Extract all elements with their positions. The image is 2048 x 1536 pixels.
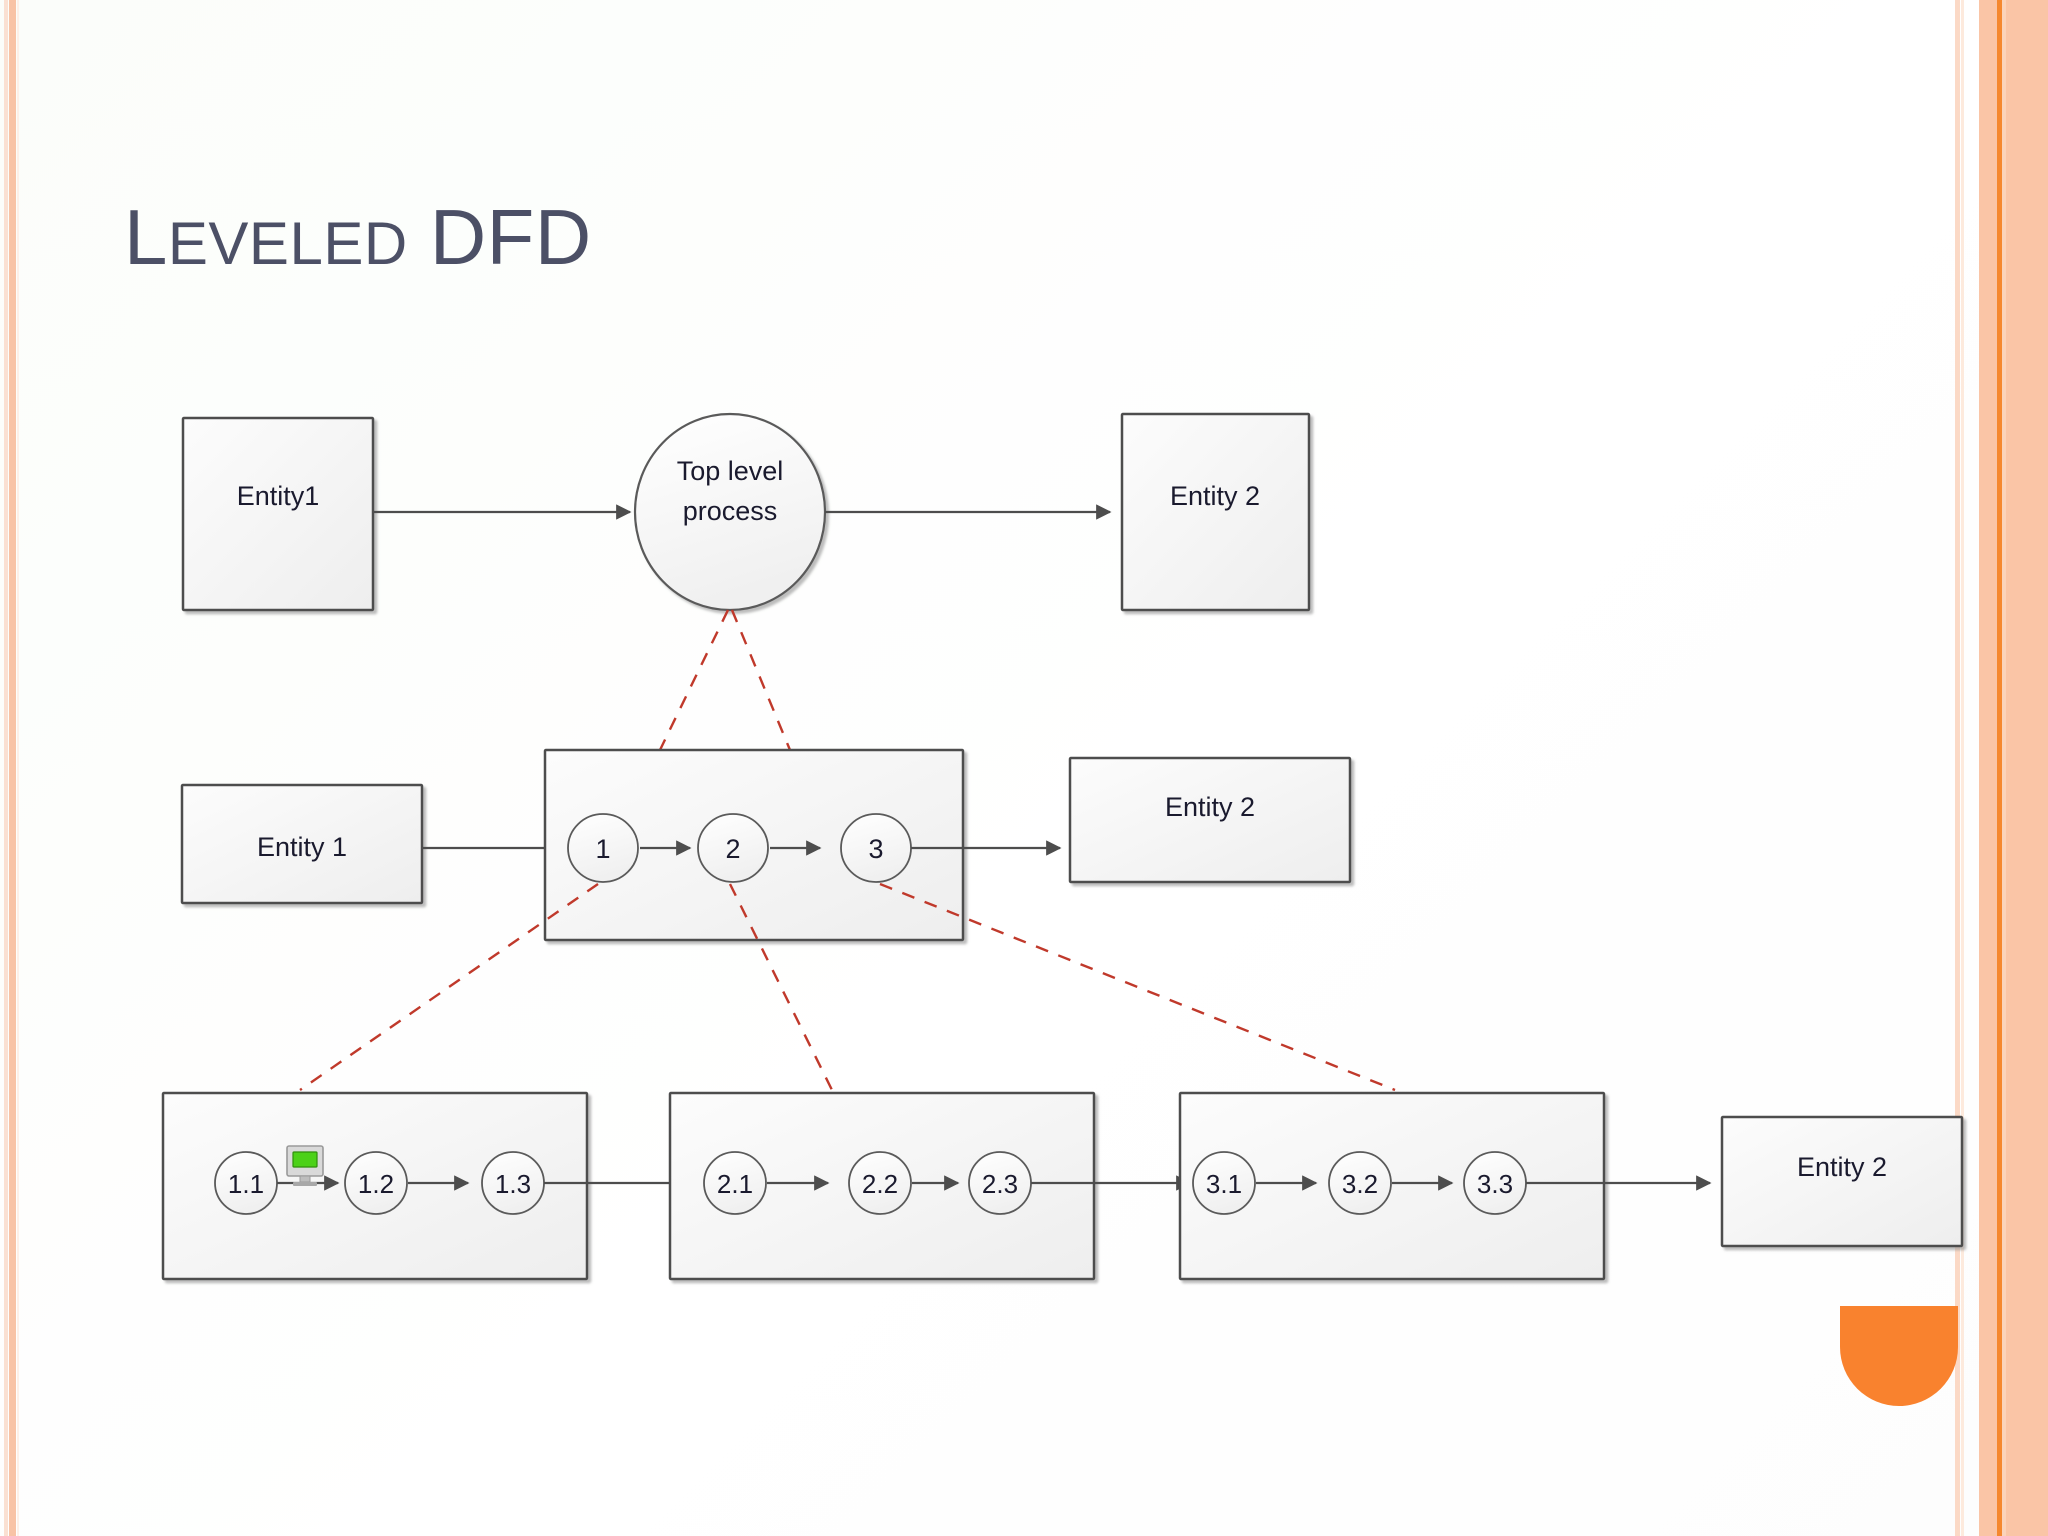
- entity-box-level1-right[interactable]: [1068, 756, 1352, 884]
- page-title: LEVELED DFD: [124, 198, 592, 276]
- right-border-stripe-6: [2006, 0, 2048, 1536]
- process-node-2-1[interactable]: [703, 1151, 767, 1215]
- process-node-1-1-label: 1.1: [228, 1169, 264, 1199]
- decomp-line-l0-right: [730, 609, 792, 751]
- entity-box-level0-right-label: Entity 2: [1170, 481, 1260, 511]
- process-node-3-2-label: 3.2: [1342, 1169, 1378, 1199]
- title-abbreviation: DFD: [429, 193, 592, 281]
- entity-box-level1-right-label: Entity 2: [1165, 792, 1255, 822]
- right-border-stripe-5: [2002, 0, 2006, 1536]
- process-node-1-label: 1: [595, 834, 610, 864]
- process-top-level-label-line1: Top level: [677, 456, 784, 486]
- entity-box-level0-right[interactable]: [1120, 412, 1311, 612]
- process-node-2-label: 2: [725, 834, 740, 864]
- process-node-3-label: 3: [868, 834, 883, 864]
- process-node-3-3-label: 3.3: [1477, 1169, 1513, 1199]
- entity-box-level1-left[interactable]: [180, 783, 424, 905]
- right-border-stripe-3: [1979, 0, 1997, 1536]
- process-node-1-2[interactable]: [344, 1151, 408, 1215]
- process-node-3-2[interactable]: [1328, 1151, 1392, 1215]
- entity-box-level2-right[interactable]: [1720, 1115, 1964, 1248]
- process-node-2[interactable]: [697, 813, 769, 883]
- left-border-stripe-1: [4, 0, 8, 1536]
- process-container-group-3[interactable]: [1178, 1091, 1606, 1281]
- process-node-2-2-label: 2.2: [862, 1169, 898, 1199]
- level-2-group: 1.1 1.2 1.3 2.1 2.2: [161, 1091, 1964, 1281]
- decomp-line-p1: [299, 883, 599, 1091]
- orange-accent-shape: [1840, 1306, 1958, 1406]
- process-node-1[interactable]: [567, 813, 639, 883]
- process-node-2-2[interactable]: [848, 1151, 912, 1215]
- entity-box-level0-left-label: Entity1: [237, 481, 320, 511]
- entity-box-level2-right-label: Entity 2: [1797, 1152, 1887, 1182]
- process-top-level-label-line2: process: [683, 496, 778, 526]
- level-0-group: Entity1 Top level process Entity 2: [181, 412, 1311, 612]
- process-node-1-2-label: 1.2: [358, 1169, 394, 1199]
- entity-box-level0-left[interactable]: [181, 416, 375, 612]
- right-border-stripe-2: [1961, 0, 1964, 1536]
- right-border-accent-line: [1997, 0, 2002, 1536]
- process-node-3-1-label: 3.1: [1206, 1169, 1242, 1199]
- right-border-stripe-1: [1955, 0, 1960, 1536]
- decomp-line-l0-left: [658, 609, 730, 751]
- title-small-caps: EVELED: [167, 210, 408, 277]
- process-node-1-3-label: 1.3: [495, 1169, 531, 1199]
- level-1-group: Entity 1 1 2 3 Entity 2: [180, 748, 1352, 942]
- title-first-letter: L: [124, 193, 168, 281]
- monitor-icon: [286, 1145, 324, 1186]
- process-node-2-1-label: 2.1: [717, 1169, 753, 1199]
- process-node-3-1[interactable]: [1192, 1151, 1256, 1215]
- left-border-stripe-2: [9, 0, 16, 1536]
- process-node-2-3-label: 2.3: [982, 1169, 1018, 1199]
- decomposition-lines-level1-to-level2: [299, 882, 1396, 1092]
- decomposition-lines-level0-to-level1: [658, 609, 792, 751]
- left-border-stripe-3: [17, 0, 19, 1536]
- entity-box-level1-left-label: Entity 1: [257, 832, 347, 862]
- decomp-line-p3: [879, 882, 1396, 1092]
